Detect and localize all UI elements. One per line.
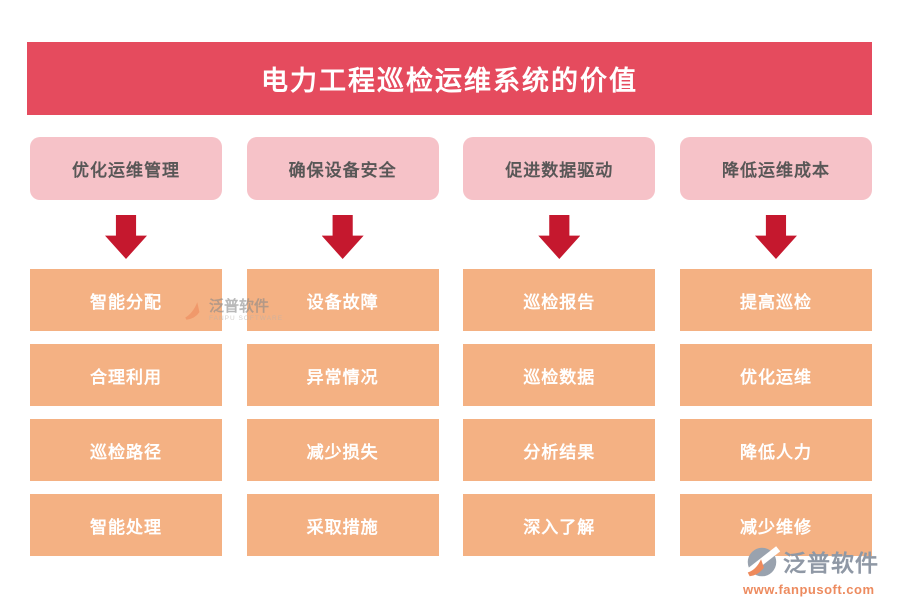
fanpu-logo-icon [743, 546, 781, 581]
value-item: 巡检路径 [30, 419, 222, 481]
value-item: 减少损失 [246, 419, 439, 481]
value-column-2: 确保设备安全 设备故障 异常情况 减少损失 采取措施 [246, 137, 439, 556]
value-item: 提高巡检 [679, 269, 872, 331]
fanpu-brand-label: 泛普软件 [783, 549, 879, 576]
value-item: 分析结果 [463, 419, 656, 481]
value-item: 异常情况 [246, 344, 439, 406]
value-item: 优化运维 [679, 344, 872, 406]
down-arrow-icon [321, 215, 364, 259]
down-arrow-icon [538, 215, 581, 259]
value-item: 合理利用 [30, 344, 222, 406]
fanpu-url-label: www.fanpusoft.com [743, 582, 875, 597]
value-column-3: 促进数据驱动 巡检报告 巡检数据 分析结果 深入了解 [463, 137, 656, 556]
value-column-1: 优化运维管理 智能分配 合理利用 巡检路径 智能处理 [30, 137, 222, 556]
fanpu-logo-row: 泛普软件 [743, 544, 879, 582]
value-column-4: 降低运维成本 提高巡检 优化运维 降低人力 减少维修 [679, 137, 872, 556]
value-item: 采取措施 [246, 494, 439, 556]
down-arrow-icon [754, 215, 797, 259]
columns-container: 优化运维管理 智能分配 合理利用 巡检路径 智能处理 确保设备安全 设备故障 异… [30, 137, 872, 556]
page-title: 电力工程巡检运维系统的价值 [27, 42, 872, 115]
column-header: 优化运维管理 [30, 137, 222, 200]
value-item: 智能处理 [30, 494, 222, 556]
value-item: 巡检报告 [463, 269, 656, 331]
value-item: 深入了解 [463, 494, 656, 556]
down-arrow-icon [105, 215, 147, 259]
column-header: 确保设备安全 [246, 137, 439, 200]
column-header: 促进数据驱动 [463, 137, 656, 200]
value-item: 巡检数据 [463, 344, 656, 406]
value-item: 减少维修 [679, 494, 872, 556]
value-item: 降低人力 [679, 419, 872, 481]
fanpu-watermark-bottom-right: 泛普软件 www.fanpusoft.com [743, 544, 893, 596]
value-item: 设备故障 [246, 269, 439, 331]
value-item: 智能分配 [30, 269, 222, 331]
column-header: 降低运维成本 [679, 137, 872, 200]
